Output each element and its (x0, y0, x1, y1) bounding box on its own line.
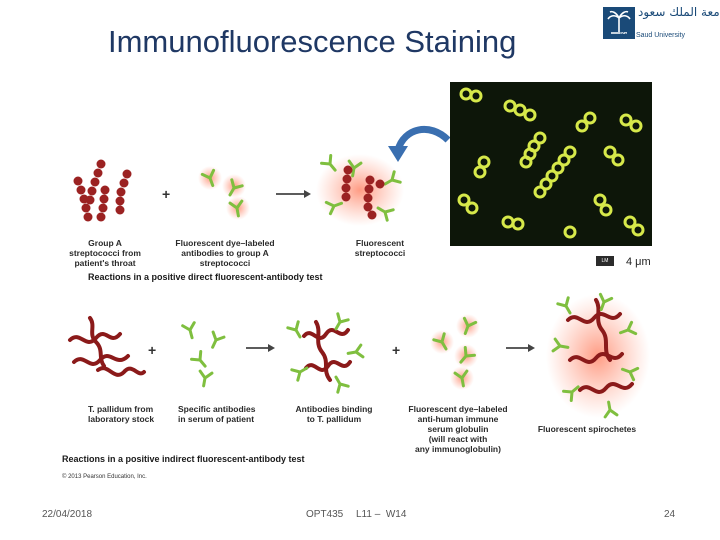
label-pallidum-stock: T. pallidum from laboratory stock (88, 404, 155, 424)
labeled-antibodies-direct (198, 166, 250, 220)
indirect-test-caption: Reactions in a positive indirect fluores… (62, 454, 305, 464)
scale-label: 4 μm (626, 256, 651, 268)
curved-arrow-icon (394, 126, 451, 152)
antibodies-bound-pallidum (286, 312, 365, 394)
anti-human-globulin (430, 314, 480, 390)
label-anti-human-globulin: Fluorescent dye–labeled anti-human immun… (408, 404, 508, 454)
slide-title: Immunofluorescence Staining (108, 24, 517, 59)
streptococci-chains (73, 159, 132, 222)
fluorescent-spirochetes (546, 292, 650, 419)
specific-antibodies (181, 321, 226, 389)
scale-badge: LM (596, 256, 614, 266)
fluorescence-micrograph (450, 82, 652, 246)
lecture-code: L11 – W14 (356, 509, 407, 520)
label-fluorescent-spirochetes: Fluorescent spirochetes (537, 424, 637, 434)
fluorescent-streptococci (316, 154, 404, 226)
palm-emblem-icon (603, 7, 635, 39)
treponema-pallidum (68, 316, 146, 377)
plus-sign-1: + (162, 186, 171, 202)
university-logo: جامعة الملك سعود King Saud University (600, 2, 720, 48)
direct-test-caption: Reactions in a positive direct fluoresce… (88, 272, 323, 282)
plus-sign-2: + (148, 342, 157, 358)
page-number: 24 (664, 509, 676, 520)
label-group-a-streptococci: Group A streptococci from patient's thro… (69, 238, 141, 268)
label-antibodies-binding: Antibodies binding to T. pallidum (295, 404, 373, 424)
plus-sign-3: + (392, 342, 401, 358)
label-fluorescent-streptococci: Fluorescent streptococci (354, 238, 406, 258)
label-specific-antibodies: Specific antibodies in serum of patient (178, 404, 256, 424)
slide-date: 22/04/2018 (42, 509, 93, 520)
logo-english-text: King Saud University (620, 32, 685, 39)
label-dye-antibodies: Fluorescent dye–labeled antibodies to gr… (175, 238, 275, 268)
course-code: OPT435 (306, 509, 344, 520)
logo-arabic-text: جامعة الملك سعود (638, 5, 720, 19)
copyright-credit: © 2013 Pearson Education, Inc. (62, 474, 147, 480)
